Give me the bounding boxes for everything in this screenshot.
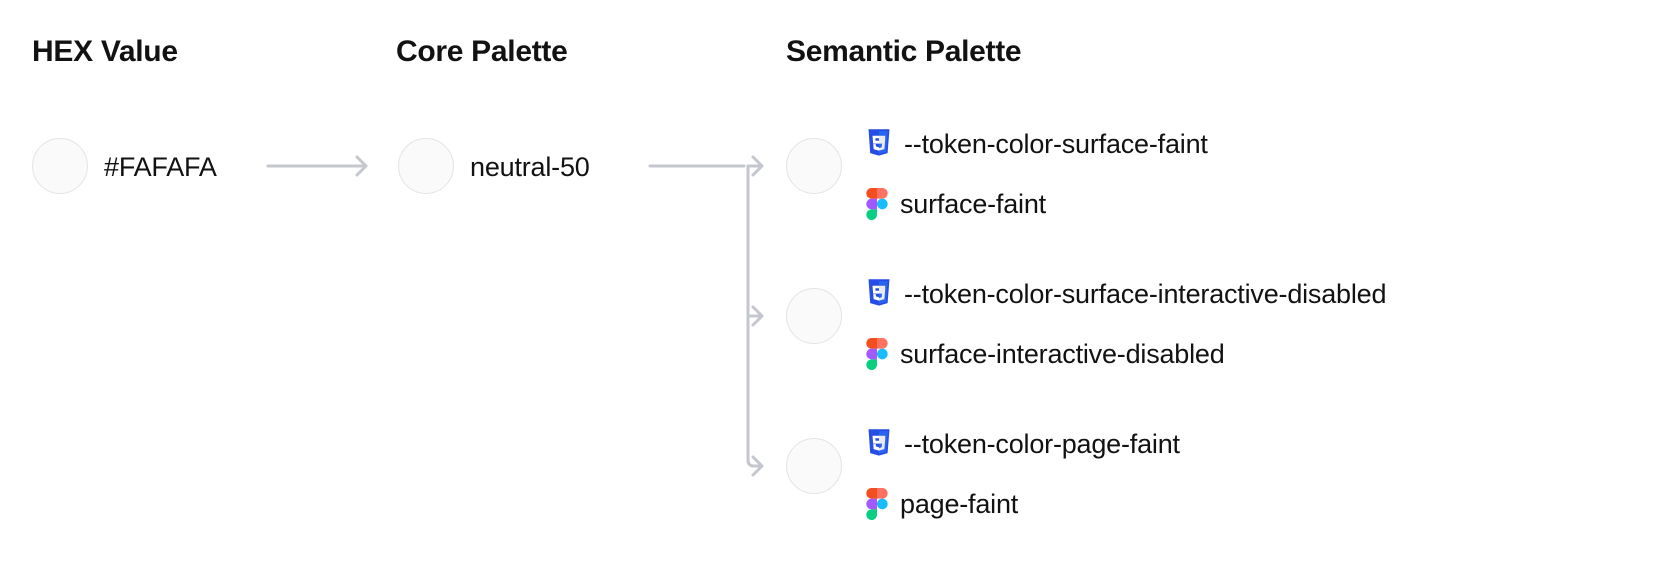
column-heading-hex-value: HEX Value <box>32 35 178 68</box>
figma-token-row: surface-interactive-disabled <box>866 324 1386 384</box>
css-variable-row: --token-color-surface-faint <box>866 114 1208 174</box>
figma-token-name: surface-interactive-disabled <box>900 338 1225 369</box>
figma-icon <box>866 488 888 520</box>
arrow-hex-to-core <box>266 155 368 177</box>
figma-token-row: surface-faint <box>866 174 1208 234</box>
column-heading-core-palette: Core Palette <box>396 35 568 68</box>
css3-icon <box>868 279 890 306</box>
figma-icon <box>866 338 888 370</box>
css-variable-name: --token-color-page-faint <box>904 428 1180 459</box>
color-swatch-hex <box>32 138 88 194</box>
css-variable-name: --token-color-surface-faint <box>904 128 1208 159</box>
hex-value-label: #FAFAFA <box>104 152 217 182</box>
semantic-token-group: --token-color-surface-faint surface-fain… <box>866 114 1208 234</box>
css-variable-row: --token-color-surface-interactive-disabl… <box>866 264 1386 324</box>
css3-icon <box>868 429 890 456</box>
color-swatch-core <box>398 138 454 194</box>
css-variable-name: --token-color-surface-interactive-disabl… <box>904 278 1387 309</box>
core-palette-label: neutral-50 <box>470 152 590 182</box>
figma-token-name: page-faint <box>900 488 1019 519</box>
css-variable-row: --token-color-page-faint <box>866 414 1180 474</box>
semantic-token-group: --token-color-page-faint page-faint <box>866 414 1180 534</box>
semantic-token-group: --token-color-surface-interactive-disabl… <box>866 264 1386 384</box>
color-swatch-semantic <box>786 288 842 344</box>
figma-token-name: surface-faint <box>900 188 1046 219</box>
color-swatch-semantic <box>786 138 842 194</box>
color-swatch-semantic <box>786 438 842 494</box>
css3-icon <box>868 129 890 156</box>
figma-token-row: page-faint <box>866 474 1180 534</box>
figma-icon <box>866 188 888 220</box>
column-heading-semantic-palette: Semantic Palette <box>786 35 1022 68</box>
branch-core-to-semantic <box>648 155 764 477</box>
